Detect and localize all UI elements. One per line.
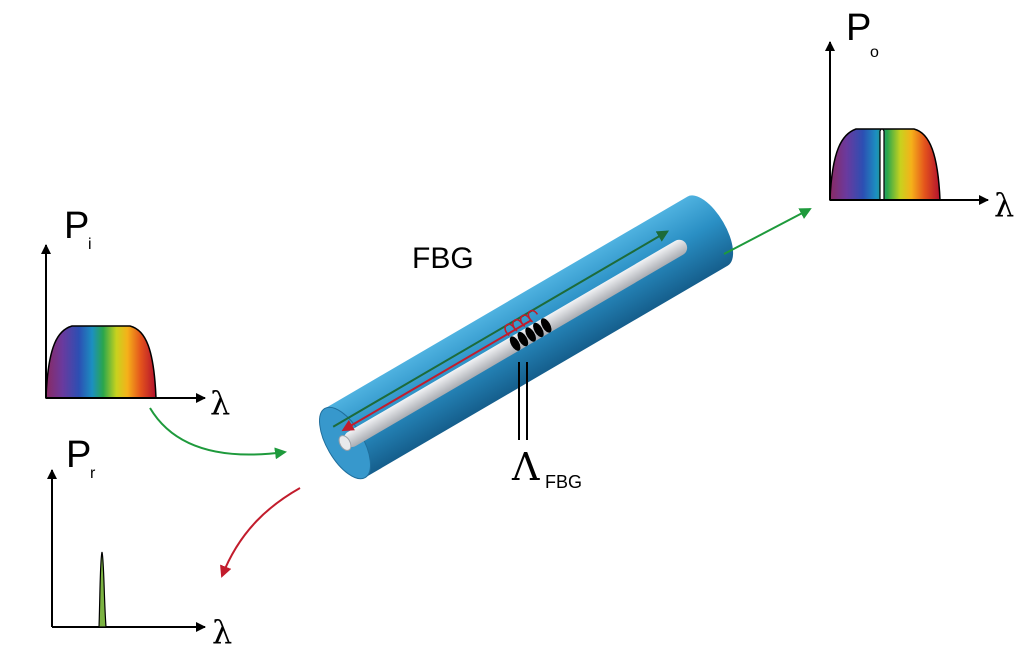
output-spectrum: P o λ <box>825 7 1014 224</box>
transmitted-light-ray <box>332 230 670 428</box>
input-power-subscript: i <box>88 236 92 253</box>
input-to-fiber-arrow <box>149 407 287 460</box>
reflected-light-ray <box>341 319 532 432</box>
output-notch <box>879 128 885 201</box>
reflected-spectrum: P r λ <box>47 434 232 651</box>
fiber: Λ FBG FBG <box>319 195 734 492</box>
reflected-peak <box>98 551 107 628</box>
reflection-curls <box>504 309 539 337</box>
reflected-power-label: P <box>66 434 91 476</box>
fiber-to-output-arrow <box>723 208 812 255</box>
reflected-wavelength-label: λ <box>212 613 232 651</box>
fiber-to-reflected-arrow <box>220 487 301 578</box>
input-spectrum: P i λ <box>41 205 230 422</box>
output-power-subscript: o <box>870 44 879 61</box>
input-wavelength-label: λ <box>210 384 230 422</box>
input-power-label: P <box>64 205 89 247</box>
grating-period-label: Λ <box>511 445 540 489</box>
input-spectrum-fill <box>45 325 157 399</box>
output-spectrum-fill <box>829 128 941 201</box>
output-power-label: P <box>846 7 871 49</box>
output-wavelength-label: λ <box>994 186 1014 224</box>
fiber-core-end <box>338 435 352 451</box>
grating-period-subscript: FBG <box>545 472 582 492</box>
reflected-power-subscript: r <box>90 465 96 482</box>
bragg-grating <box>509 318 552 351</box>
fbg-label: FBG <box>412 242 474 275</box>
